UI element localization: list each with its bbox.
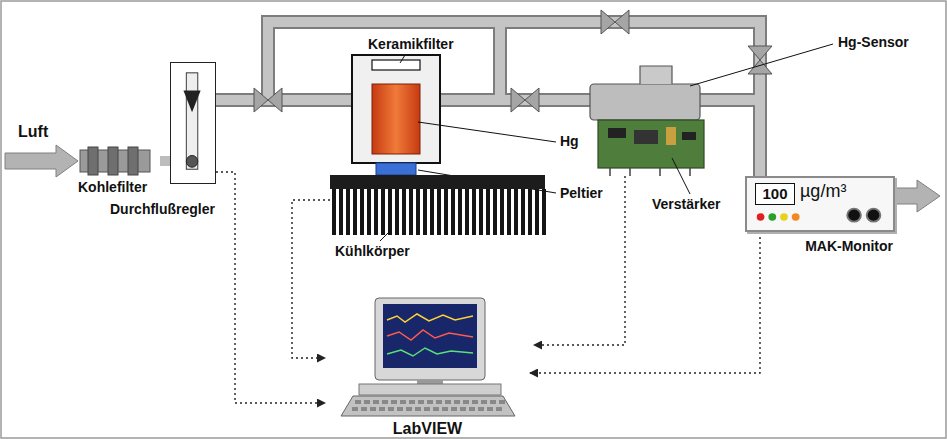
part-label: Keramikfilter	[368, 36, 454, 53]
mercury-fill	[372, 84, 420, 154]
flow-controller: Durchflußregler	[170, 62, 216, 184]
part-label: Verstärker	[652, 196, 721, 213]
signal-line	[292, 200, 330, 358]
hg-sensor	[590, 66, 704, 176]
node-illustration	[325, 296, 530, 418]
node-label: Kühlkörper	[335, 243, 410, 260]
heat-sink: Kühlkörper	[330, 175, 545, 235]
node-label: µg/m³	[800, 181, 846, 202]
display-box: 100	[755, 183, 795, 205]
pipes	[216, 22, 760, 178]
outlet-arrow	[895, 180, 940, 212]
computer: LabVIEW	[325, 296, 530, 418]
peltier-element	[376, 163, 416, 175]
node-label: Kohlefilter	[78, 179, 147, 196]
part-label: Peltier	[560, 185, 603, 202]
measuring-cell	[352, 55, 440, 175]
node-illustration	[330, 175, 545, 235]
inlet-arrow	[5, 145, 78, 177]
node-label: 100	[762, 185, 787, 203]
air-pipe	[160, 156, 170, 166]
node-label: MAK-Monitor	[805, 238, 893, 255]
ceramic-filter	[372, 60, 420, 70]
signal-wire	[534, 176, 625, 345]
part-label: Luft	[18, 122, 48, 141]
node-illustration	[171, 63, 215, 183]
node-label: LabVIEW	[393, 419, 462, 438]
signal-line	[530, 232, 760, 373]
part-label: Hg-Sensor	[838, 34, 909, 51]
filter-unit: Kohlefilter	[78, 145, 160, 197]
amplifier-board	[598, 120, 704, 168]
monitor-box: µg/m³MAK-Monitor100	[745, 176, 895, 232]
signal-line	[216, 172, 325, 403]
node-label: Durchflußregler	[110, 201, 215, 218]
part-label: Hg	[560, 133, 579, 150]
